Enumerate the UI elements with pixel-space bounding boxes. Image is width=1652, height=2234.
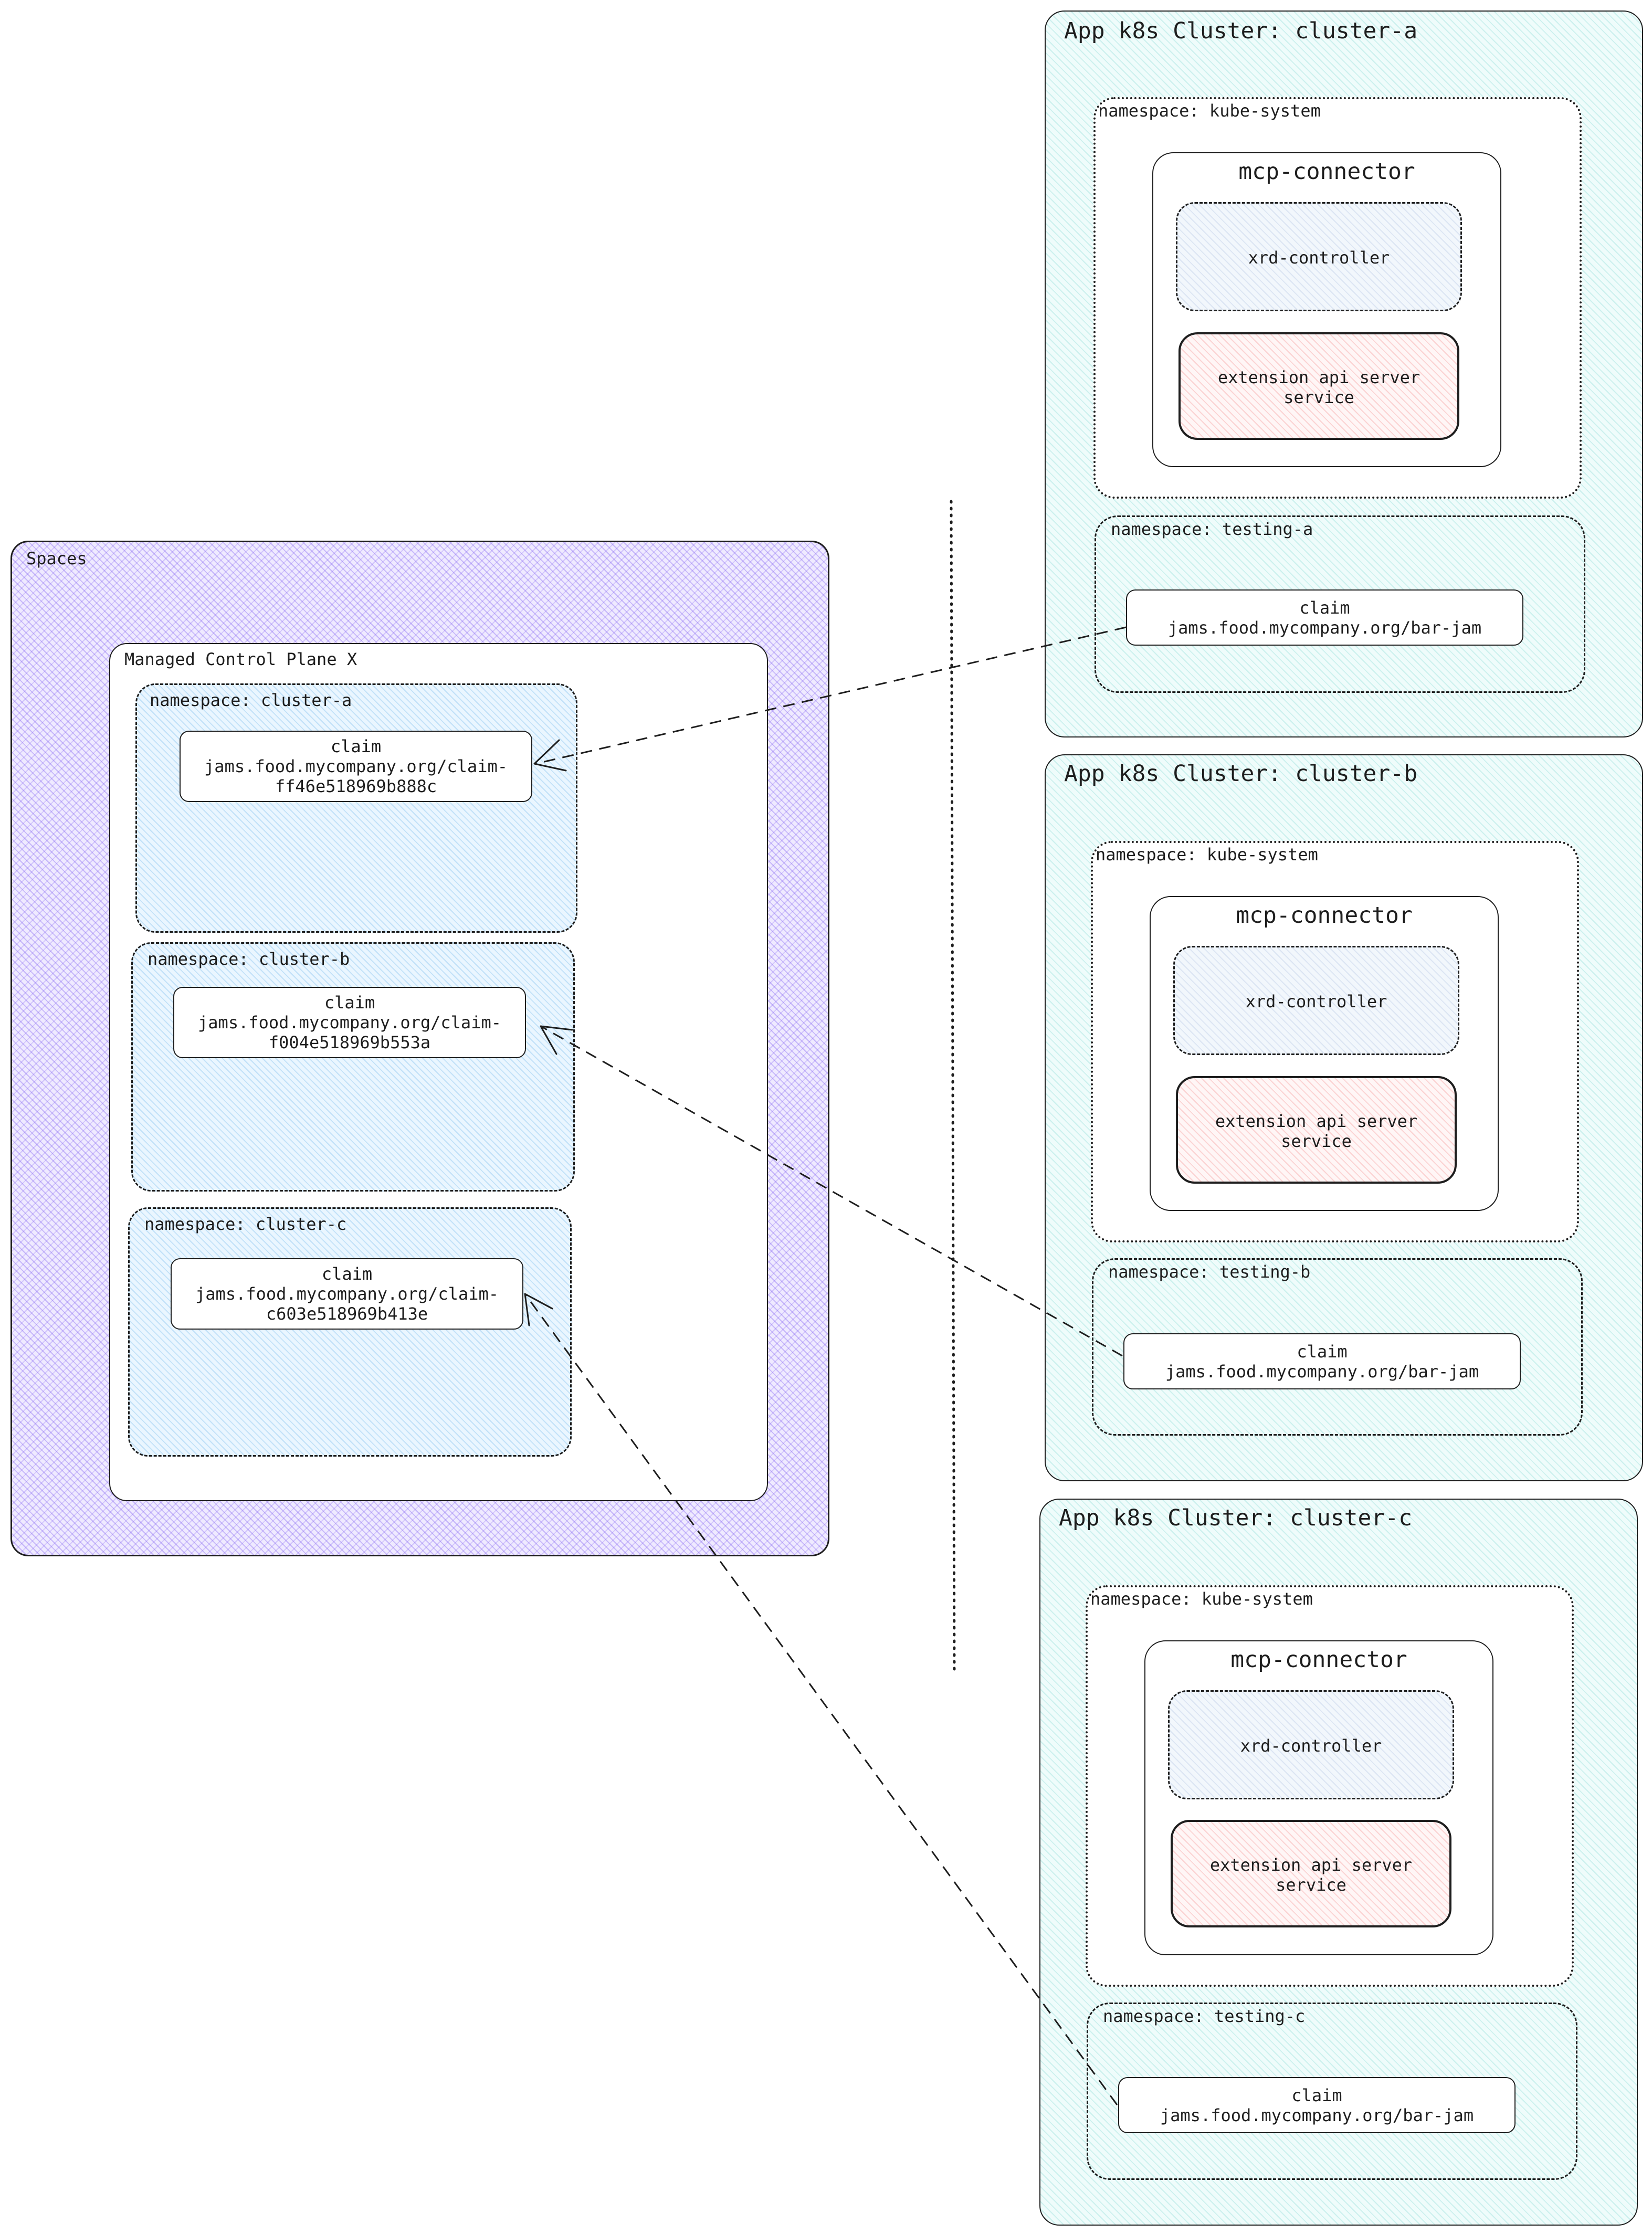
claim-cluster-c[interactable]: claim jams.food.mycompany.org/claim- c60… bbox=[171, 1258, 523, 1330]
claim-title: claim bbox=[324, 993, 375, 1013]
cluster-title: App k8s Cluster: cluster-b bbox=[1064, 761, 1418, 787]
claim-resource: jams.food.mycompany.org/claim- bbox=[195, 1284, 499, 1304]
ext-line-2: service bbox=[1283, 387, 1354, 407]
namespace-label: namespace: kube-system bbox=[1090, 1589, 1313, 1609]
extension-api-server-service[interactable]: extension api server service bbox=[1171, 1820, 1451, 1927]
claim-resource: jams.food.mycompany.org/bar-jam bbox=[1160, 2105, 1474, 2125]
connector-title: mcp-connector bbox=[1238, 159, 1415, 185]
claim-title: claim bbox=[1299, 597, 1350, 618]
claim-testing-c[interactable]: claim jams.food.mycompany.org/bar-jam bbox=[1118, 2077, 1516, 2133]
claim-testing-a[interactable]: claim jams.food.mycompany.org/bar-jam bbox=[1126, 589, 1523, 646]
xrd-controller[interactable]: xrd-controller bbox=[1176, 202, 1462, 311]
connector-title: mcp-connector bbox=[1230, 1647, 1407, 1673]
claim-title: claim bbox=[321, 1264, 373, 1284]
claim-resource: jams.food.mycompany.org/claim- bbox=[204, 756, 508, 776]
claim-title: claim bbox=[330, 736, 382, 756]
namespace-label: namespace: kube-system bbox=[1098, 101, 1321, 121]
cluster-title: App k8s Cluster: cluster-c bbox=[1059, 1505, 1413, 1531]
claim-id: f004e518969b553a bbox=[268, 1032, 431, 1052]
namespace-cluster-b: namespace: cluster-b bbox=[131, 942, 575, 1192]
xrd-controller[interactable]: xrd-controller bbox=[1173, 946, 1459, 1055]
ext-line-1: extension api server bbox=[1215, 1111, 1418, 1131]
xrd-label: xrd-controller bbox=[1245, 992, 1387, 1011]
namespace-label: namespace: testing-c bbox=[1103, 2006, 1306, 2026]
xrd-label: xrd-controller bbox=[1248, 248, 1390, 268]
separator-line bbox=[950, 500, 956, 1676]
namespace-label: namespace: cluster-a bbox=[150, 690, 352, 710]
ext-line-2: service bbox=[1276, 1875, 1346, 1895]
extension-api-server-service[interactable]: extension api server service bbox=[1176, 1076, 1457, 1184]
claim-resource: jams.food.mycompany.org/claim- bbox=[198, 1013, 501, 1032]
namespace-label: namespace: cluster-b bbox=[148, 949, 350, 969]
cluster-title: App k8s Cluster: cluster-a bbox=[1064, 18, 1418, 44]
connector-title: mcp-connector bbox=[1236, 902, 1413, 929]
claim-cluster-a[interactable]: claim jams.food.mycompany.org/claim- ff4… bbox=[180, 731, 532, 802]
claim-title: claim bbox=[1291, 2085, 1342, 2105]
extension-api-server-service[interactable]: extension api server service bbox=[1179, 332, 1459, 440]
namespace-label: namespace: testing-b bbox=[1108, 1262, 1311, 1282]
claim-testing-b[interactable]: claim jams.food.mycompany.org/bar-jam bbox=[1123, 1333, 1521, 1389]
xrd-label: xrd-controller bbox=[1240, 1736, 1382, 1756]
spaces-label: Spaces bbox=[26, 549, 87, 568]
claim-cluster-b[interactable]: claim jams.food.mycompany.org/claim- f00… bbox=[173, 987, 526, 1058]
namespace-cluster-c: namespace: cluster-c bbox=[128, 1207, 572, 1457]
ext-line-1: extension api server bbox=[1217, 367, 1420, 387]
namespace-cluster-a: namespace: cluster-a bbox=[135, 683, 577, 933]
claim-title: claim bbox=[1297, 1341, 1348, 1362]
claim-id: ff46e518969b888c bbox=[275, 776, 437, 796]
ext-line-1: extension api server bbox=[1209, 1855, 1413, 1875]
control-plane-label: Managed Control Plane X bbox=[124, 649, 357, 669]
xrd-controller[interactable]: xrd-controller bbox=[1168, 1690, 1454, 1799]
claim-resource: jams.food.mycompany.org/bar-jam bbox=[1165, 1361, 1479, 1382]
namespace-label: namespace: testing-a bbox=[1111, 519, 1313, 539]
namespace-label: namespace: cluster-c bbox=[144, 1214, 347, 1234]
namespace-label: namespace: kube-system bbox=[1096, 845, 1318, 865]
claim-id: c603e518969b413e bbox=[266, 1304, 428, 1324]
claim-resource: jams.food.mycompany.org/bar-jam bbox=[1167, 617, 1482, 638]
ext-line-2: service bbox=[1281, 1131, 1352, 1151]
